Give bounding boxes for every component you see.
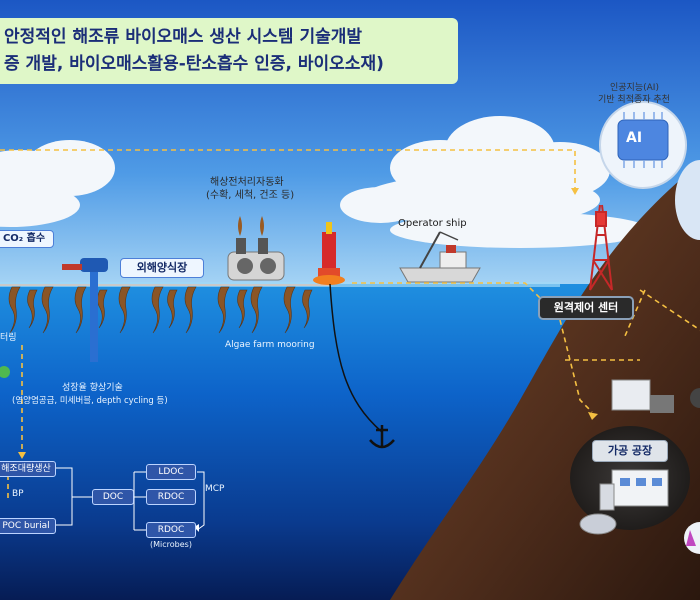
seaweed-row (8, 286, 313, 334)
doc-box: DOC (92, 489, 134, 505)
radio-tower-icon (589, 204, 613, 291)
flow-arrowheads (18, 188, 598, 459)
bp-label: BP (12, 489, 24, 499)
status-dot (0, 366, 10, 378)
growth-sub-label: (영양염공급, 미세버블, depth cycling 등) (12, 396, 168, 406)
title-line-2: 증 개발, 바이오매스활용-탄소흡수 인증, 바이오소재) (4, 54, 384, 74)
operator-ship-label: Operator ship (398, 218, 467, 229)
ai-chip-icon (599, 101, 687, 189)
flow-arrows (0, 149, 700, 500)
storage-tank (675, 160, 700, 240)
factory-badge: 가공 공장 (592, 440, 668, 462)
ai-sub-label: 기반 최적종자 추천 (598, 95, 670, 105)
operator-ship-icon (399, 231, 481, 283)
farm-badge: 외해양식장 (120, 258, 204, 278)
clouds (0, 116, 650, 248)
partial-left-label: 터링 (0, 333, 17, 343)
mooring-label: Algae farm mooring (225, 340, 315, 350)
remote-center-badge: 원격제어 센터 (538, 296, 634, 320)
auto-sub-label: (수확, 세척, 건조 등) (206, 190, 295, 201)
seaweed-production-box: 해조대량생산 (0, 461, 56, 477)
ai-chip-text: AI (626, 130, 643, 146)
anchor-icon (369, 425, 395, 449)
sphere-icon (690, 388, 700, 408)
ldoc-box: LDOC (146, 464, 196, 480)
flask-icon (684, 522, 700, 554)
processing-machine-icon (227, 216, 285, 281)
poc-burial-box: POC burial (0, 518, 56, 534)
factory-icon (579, 379, 674, 535)
title-line-1: 안정적인 해조류 바이오매스 생산 시스템 기술개발 (4, 27, 363, 47)
growth-label: 성장율 향상기술 (62, 383, 123, 393)
co2-badge: CO₂ 흡수 (0, 230, 54, 248)
nutrient-pipe-icon (62, 258, 108, 362)
carbon-flow-lines (56, 467, 205, 531)
ai-label: 인공지능(AI) (610, 83, 659, 93)
microbes-label: (Microbes) (150, 540, 192, 549)
auto-label: 해상전처리자동화 (210, 177, 284, 188)
buoy-icon (313, 222, 345, 285)
mooring-line (329, 283, 383, 433)
rdoc-box-2: RDOC (146, 522, 196, 538)
title-banner: 안정적인 해조류 바이오매스 생산 시스템 기술개발 증 개발, 바이오매스활용… (0, 18, 458, 84)
mcp-label: MCP (205, 484, 225, 494)
rdoc-box-1: RDOC (146, 489, 196, 505)
